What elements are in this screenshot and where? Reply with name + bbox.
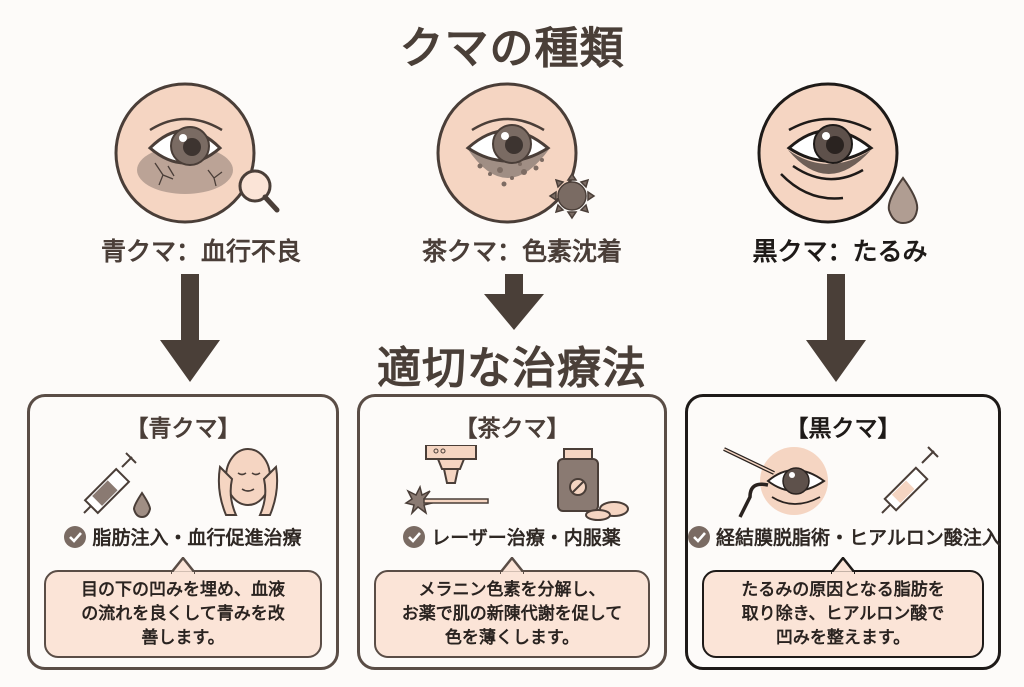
treatment-card-black: 【黒クマ】 経結膜脱脂術・ヒアルロン酸注入 たるみの原因とな — [685, 394, 1001, 670]
card-title: 【黒クマ】 — [785, 416, 901, 442]
treatment-name: レーザー治療・内服薬 — [360, 523, 664, 550]
check-circle-icon — [403, 526, 426, 548]
syringe-icon — [881, 446, 939, 514]
check-circle-icon — [688, 526, 710, 548]
treatment-name: 経結膜脱脂術・ヒアルロン酸注入 — [688, 523, 1001, 550]
brown-dark-circle-eye-icon — [436, 82, 596, 224]
description-bubble: 目の下の凹みを埋め、血液 の流れを良くして青みを改 善します。 — [44, 557, 322, 658]
description-bubble: たるみの原因となる脂肪を 取り除き、ヒアルロン酸で 凹みを整えます。 — [702, 557, 984, 658]
page-title: クマの種類 — [399, 23, 625, 74]
check-circle-icon — [64, 526, 87, 548]
black-dark-circle-eye-icon — [757, 82, 919, 225]
arrow-down-icon — [806, 274, 866, 382]
blue-dark-circle-eye-icon — [114, 82, 280, 224]
treatment-card-brown: 【茶クマ】 レーザー治療・内服薬 メラニン色素を分解し、 お薬で肌の新陳代謝を促… — [357, 394, 667, 670]
section-title: 適切な治療法 — [377, 343, 647, 394]
arrow-down-icon — [160, 274, 220, 382]
face-massage-icon — [217, 448, 279, 516]
medicine-bottle-icon — [557, 448, 629, 521]
type-label-brown: 茶クマ：色素沈着 — [421, 237, 622, 266]
eye-surgery-icon — [723, 447, 828, 518]
type-label-black: 黒クマ：たるみ — [752, 237, 928, 266]
type-label-blue: 青クマ：血行不良 — [100, 237, 301, 266]
description-bubble: メラニン色素を分解し、 お薬で肌の新陳代謝を促して 色を薄くします。 — [374, 557, 650, 658]
laser-icon — [404, 445, 489, 516]
card-title: 【茶クマ】 — [454, 416, 570, 442]
arrow-down-icon — [484, 274, 544, 330]
treatment-name: 脂肪注入・血行促進治療 — [30, 523, 336, 550]
card-title: 【青クマ】 — [125, 416, 241, 442]
treatment-card-blue: 【青クマ】 脂肪注入・血行促進治療 目の下の凹みを埋め、血液 の流れを良くして青… — [27, 394, 339, 670]
syringe-icon — [83, 452, 152, 519]
